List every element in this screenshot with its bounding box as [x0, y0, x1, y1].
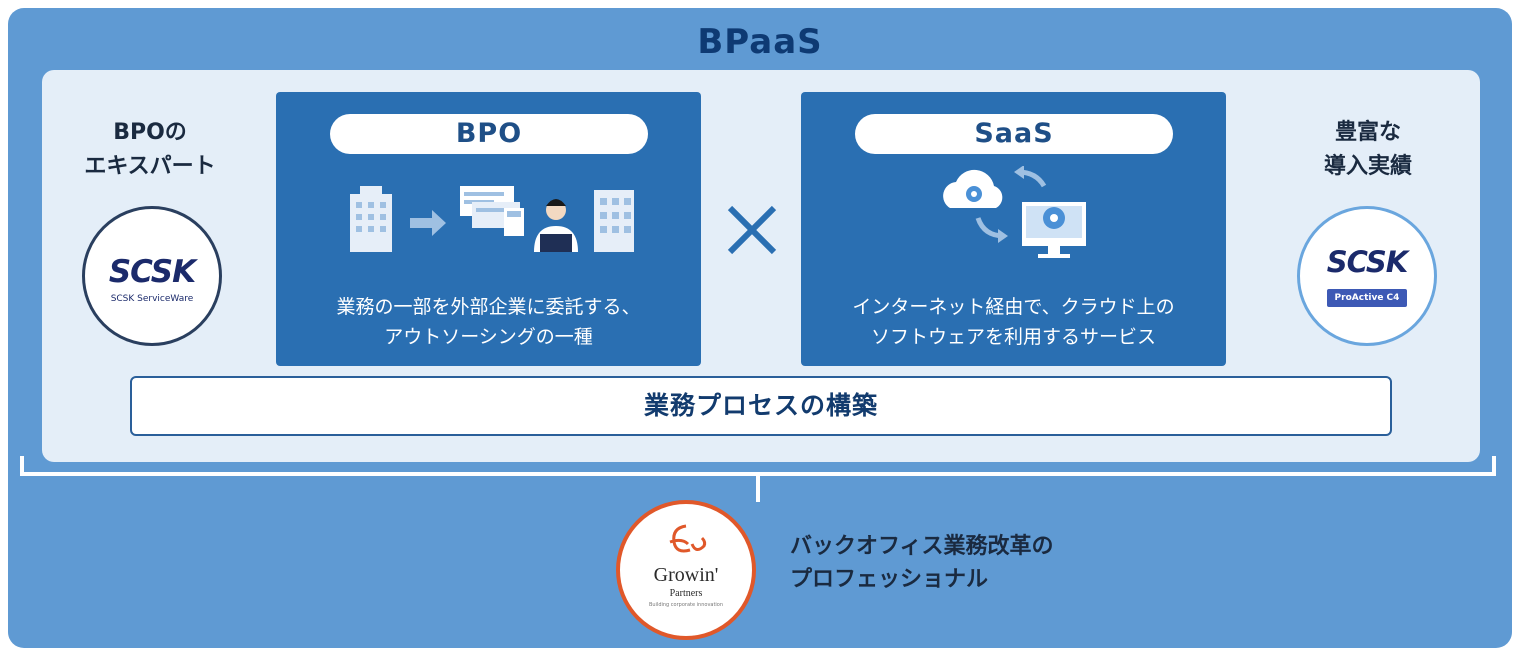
multiply-icon	[727, 205, 777, 255]
saas-label: SaaS	[855, 114, 1173, 154]
cloud-gear-icon	[943, 169, 1003, 208]
bpaas-container: BPaaS BPOの エキスパート SCSK SCSK ServiceWare …	[8, 8, 1512, 648]
arrow-right-icon	[410, 210, 446, 236]
scsk-logo-text-right: SCSK	[1326, 245, 1409, 279]
bpo-description: 業務の一部を外部企業に委託する、 アウトソーシングの一種	[276, 292, 701, 352]
growin-logo-tagline: Building corporate innovation	[648, 602, 724, 608]
scsk-serviceware-text: SCSK ServiceWare	[110, 294, 194, 304]
right-heading-line2: 導入実績	[1323, 154, 1412, 179]
growin-desc-line2: プロフェッショナル	[790, 567, 989, 592]
growin-logo-name: Growin'	[653, 564, 719, 586]
left-heading-line2: エキスパート	[84, 154, 216, 179]
bpo-desc-line2: アウトソーシングの一種	[384, 326, 593, 348]
person-at-laptop-icon	[534, 199, 578, 252]
growin-logo-sub: Partners	[669, 588, 703, 599]
left-heading-line1: BPOの	[113, 120, 187, 145]
saas-panel: SaaS インターネット経由で、クラウド上の ソフトウェアを利用するサー	[801, 92, 1226, 366]
right-heading: 豊富な 導入実績	[1268, 116, 1468, 184]
bpo-desc-line1: 業務の一部を外部企業に委託する、	[336, 296, 641, 318]
bpo-label: BPO	[330, 114, 648, 154]
growin-partners-logo: Growin' Partners Building corporate inno…	[616, 500, 756, 640]
bpaas-title: BPaaS	[697, 22, 823, 62]
monitor-gear-icon	[1022, 202, 1086, 258]
saas-desc-line2: ソフトウェアを利用するサービス	[870, 326, 1156, 348]
calculator-icon	[504, 208, 524, 236]
scsk-serviceware-logo: SCSK SCSK ServiceWare	[82, 206, 222, 346]
left-heading: BPOの エキスパート	[50, 116, 250, 184]
growin-desc-line1: バックオフィス業務改革の	[790, 534, 1054, 559]
bpo-panel: BPO	[276, 92, 701, 366]
scsk-logo-text: SCSK	[108, 254, 196, 290]
bracket-bar	[20, 472, 1496, 476]
right-heading-line1: 豊富な	[1334, 120, 1401, 145]
saas-desc-line1: インターネット経由で、クラウド上の	[852, 296, 1175, 318]
proactive-badge: ProActive C4	[1327, 289, 1407, 307]
scsk-proactive-logo: SCSK ProActive C4	[1297, 206, 1437, 346]
business-process-bar: 業務プロセスの構築	[130, 376, 1392, 436]
saas-illustration	[943, 166, 1086, 258]
growin-emblem-icon	[669, 524, 707, 553]
bracket-right	[1492, 456, 1496, 476]
bracket-left	[20, 456, 24, 476]
saas-description: インターネット経由で、クラウド上の ソフトウェアを利用するサービス	[801, 292, 1226, 352]
bracket-stem	[756, 476, 760, 502]
bpo-illustration	[350, 186, 634, 252]
growin-description: バックオフィス業務改革の プロフェッショナル	[790, 530, 1054, 596]
